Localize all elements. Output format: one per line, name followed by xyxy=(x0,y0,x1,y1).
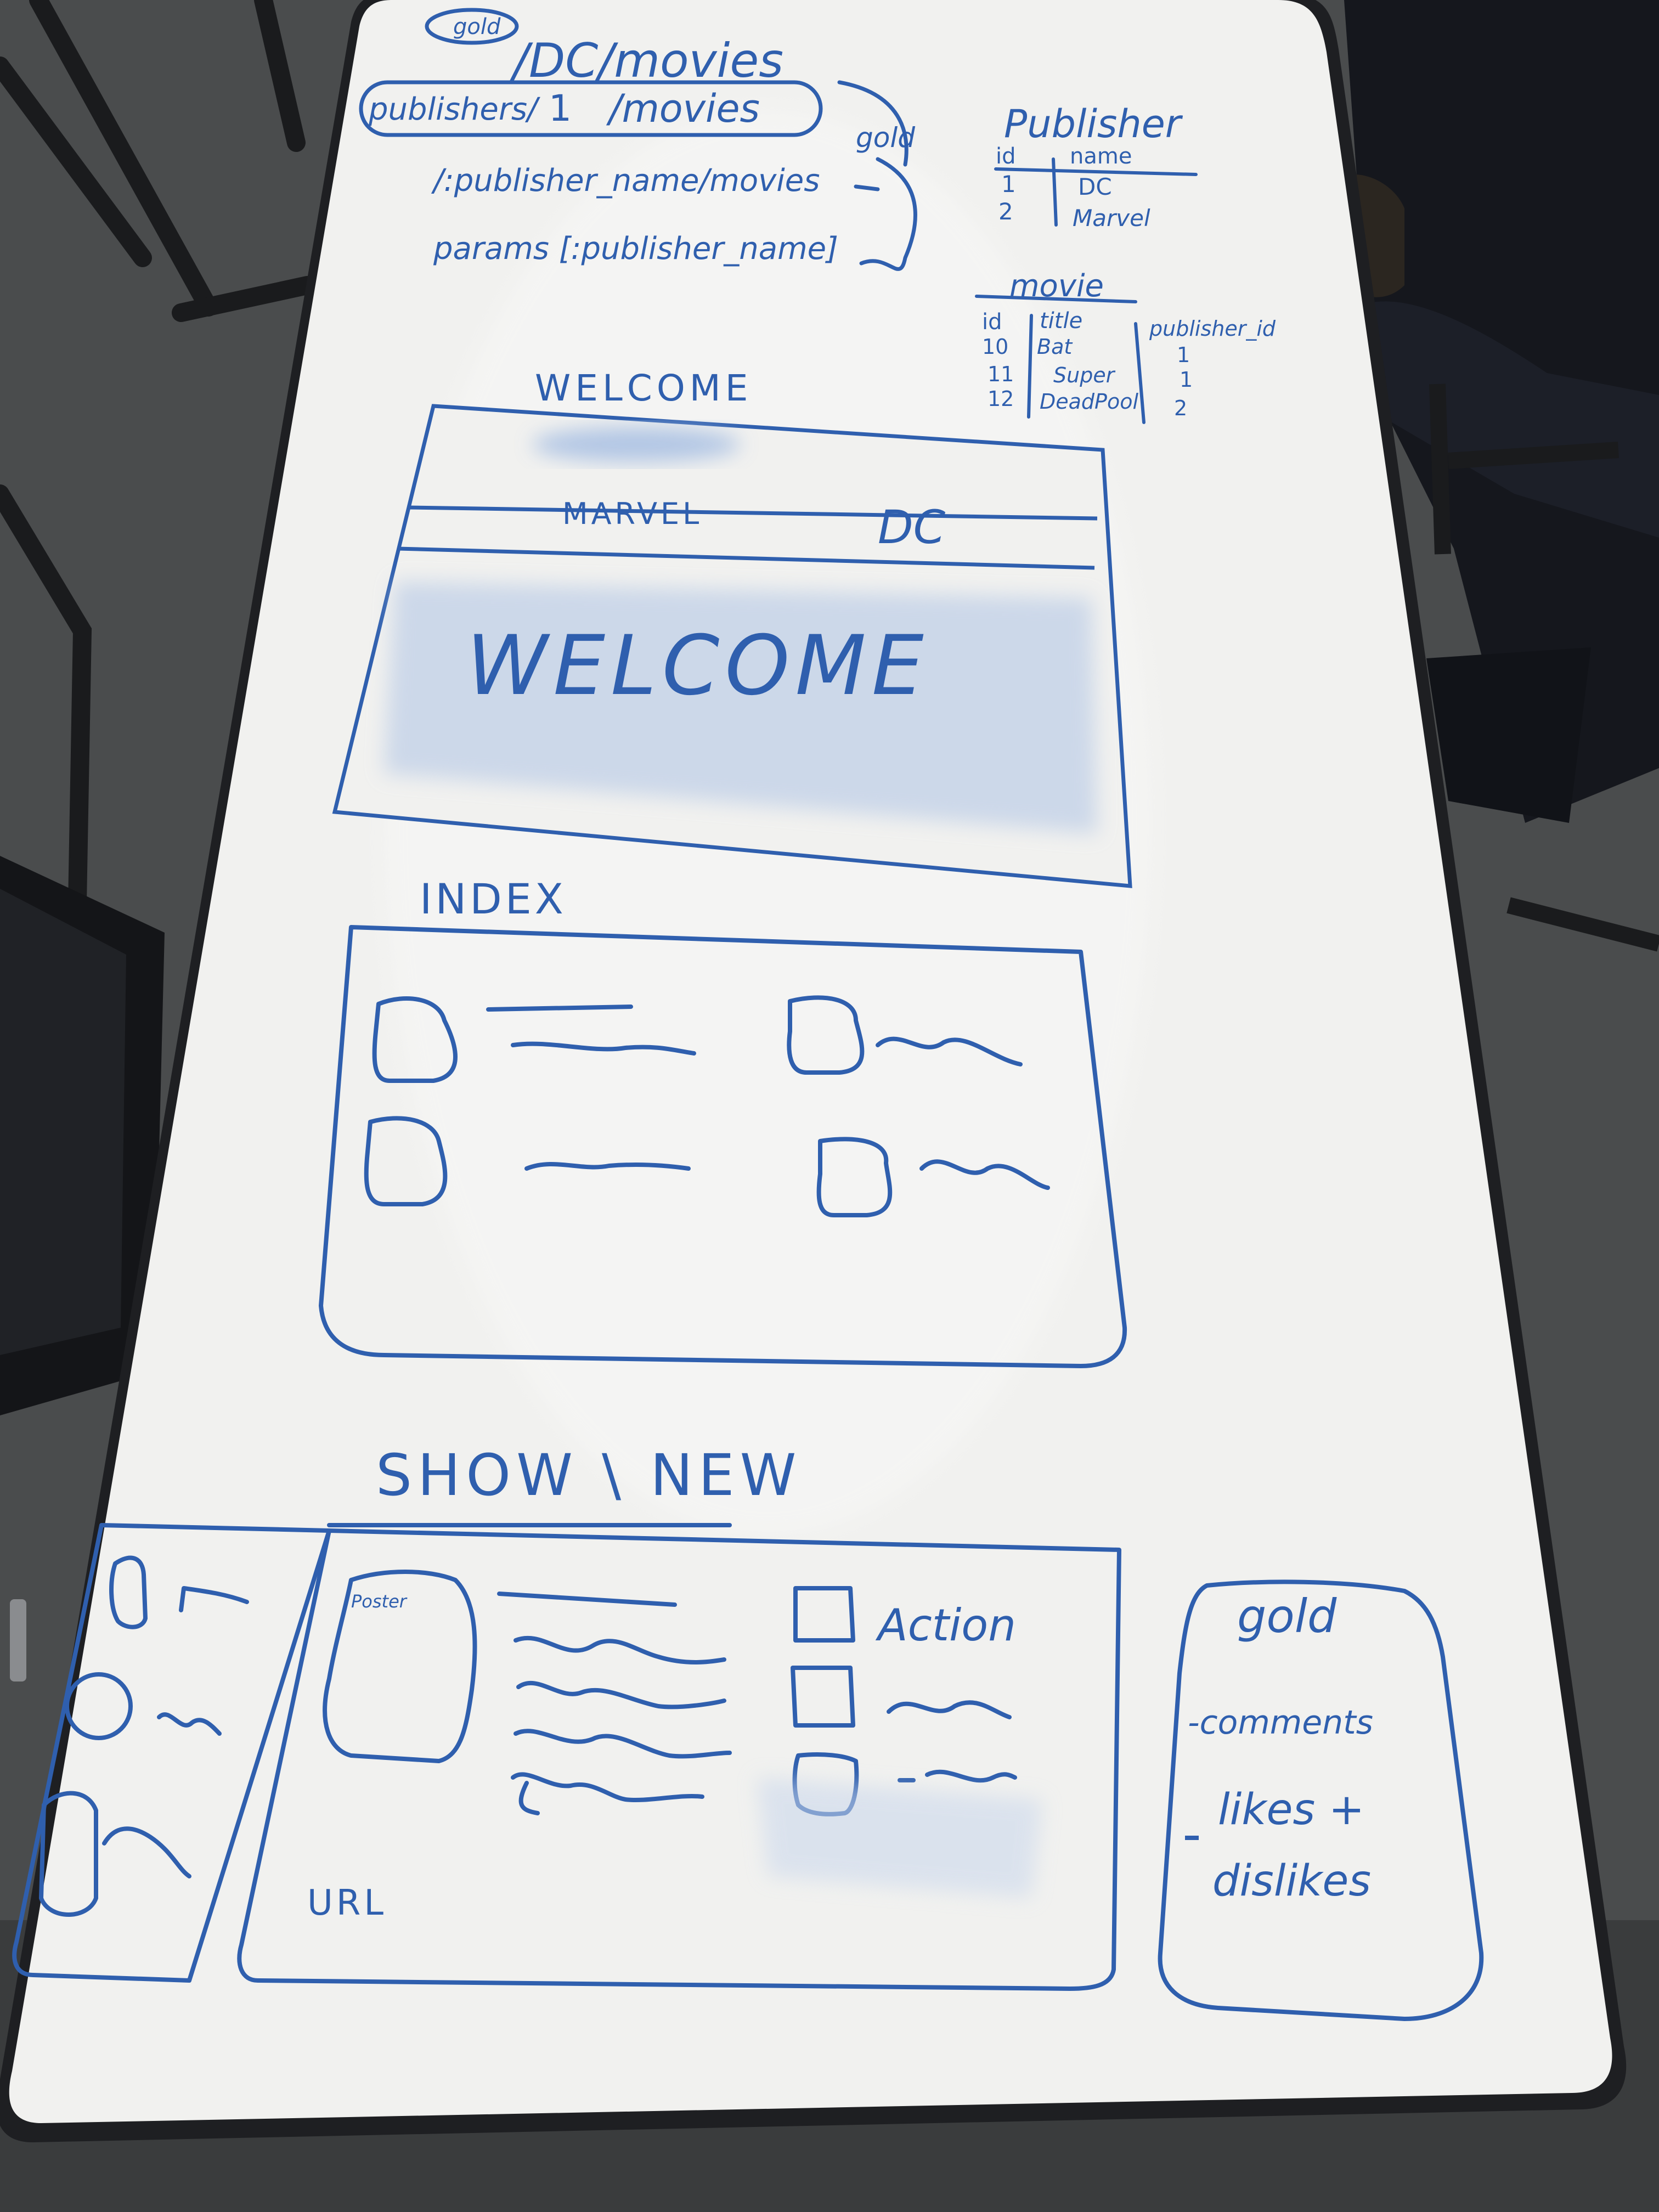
description-squiggle xyxy=(511,1772,704,1803)
publisher-header-id: id xyxy=(996,144,1016,169)
card-thumbnail xyxy=(372,996,458,1083)
movie-cell: Bat xyxy=(1037,335,1073,359)
logo-smudge xyxy=(532,427,741,462)
card-text-squiggle xyxy=(876,1036,1023,1066)
publisher-table: Publisher id name 1 DC 2 Marvel xyxy=(994,101,1198,232)
movie-cell: 11 xyxy=(988,362,1014,386)
movie-cell: 2 xyxy=(1174,396,1187,420)
route-dc-movies: /DC/movies xyxy=(509,33,783,88)
sidebar-text xyxy=(102,1826,191,1878)
description-squiggle xyxy=(514,1635,726,1664)
gold-item-likes: likes + xyxy=(1218,1785,1364,1835)
publisher-header-name: name xyxy=(1070,144,1132,169)
description-squiggle xyxy=(514,1729,732,1759)
movie-header-publisher-id: publisher_id xyxy=(1149,317,1276,341)
movie-cell: 12 xyxy=(988,387,1014,411)
movie-header-id: id xyxy=(982,309,1002,335)
card-thumbnail xyxy=(364,1116,448,1206)
genre-checkbox xyxy=(791,1666,855,1728)
sidebar-thumbnail xyxy=(39,1791,98,1917)
gold-panel-title: gold xyxy=(1237,1589,1337,1643)
card-thumbnail xyxy=(787,995,865,1075)
gold-panel-border xyxy=(1158,1579,1484,2021)
params-line: params [:publisher_name] xyxy=(433,231,838,267)
route-nested-id: 1 xyxy=(549,87,572,129)
nav-marvel: MARVEL xyxy=(562,496,702,531)
publisher-cell: DC xyxy=(1078,173,1112,200)
show-main-panel xyxy=(237,1528,1121,1991)
route-nested-movies: /movies xyxy=(606,86,760,131)
poster-label: Poster xyxy=(351,1591,408,1612)
movie-header-title: title xyxy=(1040,308,1082,334)
route-nested-publisher: publishers/ xyxy=(368,92,540,127)
card-text-squiggle xyxy=(524,1161,691,1171)
route-notes xyxy=(359,8,917,271)
index-heading: INDEX xyxy=(420,874,567,923)
route-param: /:publisher_name/movies xyxy=(431,163,820,199)
url-label: URL xyxy=(307,1883,387,1923)
movie-cell: 10 xyxy=(982,335,1008,359)
show-sidebar xyxy=(12,1523,331,1983)
movie-cell: Super xyxy=(1053,363,1116,387)
person-right xyxy=(1333,0,1659,823)
show-title-line xyxy=(497,1592,677,1607)
card-text-squiggle xyxy=(511,1041,696,1056)
nav-divider-top xyxy=(408,505,1098,521)
welcome-wireframe: MARVEL DC WELCOME xyxy=(332,404,1132,888)
description-squiggle xyxy=(518,1781,540,1815)
movie-cell: DeadPool xyxy=(1040,390,1138,414)
card-thumbnail xyxy=(816,1137,893,1217)
index-wireframe xyxy=(319,925,1127,1368)
nested-route-oval xyxy=(359,80,823,137)
sidebar-thumbnail xyxy=(65,1672,133,1740)
card-text-squiggle xyxy=(919,1159,1050,1190)
chair-left-bottom xyxy=(0,856,165,1415)
chair-frame-left xyxy=(0,0,317,942)
hero-smudge xyxy=(384,582,1097,834)
genre-squiggle xyxy=(887,1700,1012,1719)
gold-item-comments: -comments xyxy=(1188,1703,1373,1742)
genre-checkbox xyxy=(793,1586,855,1643)
description-squiggle xyxy=(516,1680,726,1709)
gold-item-dislikes: dislikes xyxy=(1212,1857,1371,1906)
chair-right xyxy=(1429,383,1659,952)
welcome-body-text: WELCOME xyxy=(466,618,929,714)
sidebar-thumbnail xyxy=(109,1555,148,1629)
sidebar-text xyxy=(179,1586,249,1612)
nav-divider-bottom xyxy=(397,546,1095,570)
smudge-near-checkboxes xyxy=(757,1778,1042,1898)
card-title-line xyxy=(486,1005,633,1012)
publisher-table-title: Publisher xyxy=(1004,101,1183,146)
sidebar-text xyxy=(157,1712,222,1736)
publisher-cell: 1 xyxy=(1001,171,1016,198)
movie-cell: 1 xyxy=(1177,343,1190,367)
genre-squiggle xyxy=(925,1769,1017,1783)
gold-side-note: gold xyxy=(856,122,915,154)
gold-tag: gold xyxy=(453,14,501,40)
nav-dc: DC xyxy=(878,500,946,554)
action-label: Action xyxy=(875,1600,1016,1651)
board-clip xyxy=(10,1599,26,1681)
welcome-heading: WELCOME xyxy=(535,367,752,409)
gold-bracket xyxy=(837,80,917,271)
gold-tag-oval xyxy=(425,8,519,45)
poster-frame xyxy=(323,1570,477,1763)
movie-cell: 1 xyxy=(1180,368,1193,392)
movie-table: movie id title publisher_id 10 Bat 1 11 … xyxy=(975,268,1276,424)
arrow-to-param xyxy=(854,184,880,191)
show-new-heading: SHOW \ NEW xyxy=(376,1442,802,1509)
publisher-cell: 2 xyxy=(998,198,1013,225)
publisher-cell: Marvel xyxy=(1073,205,1150,232)
